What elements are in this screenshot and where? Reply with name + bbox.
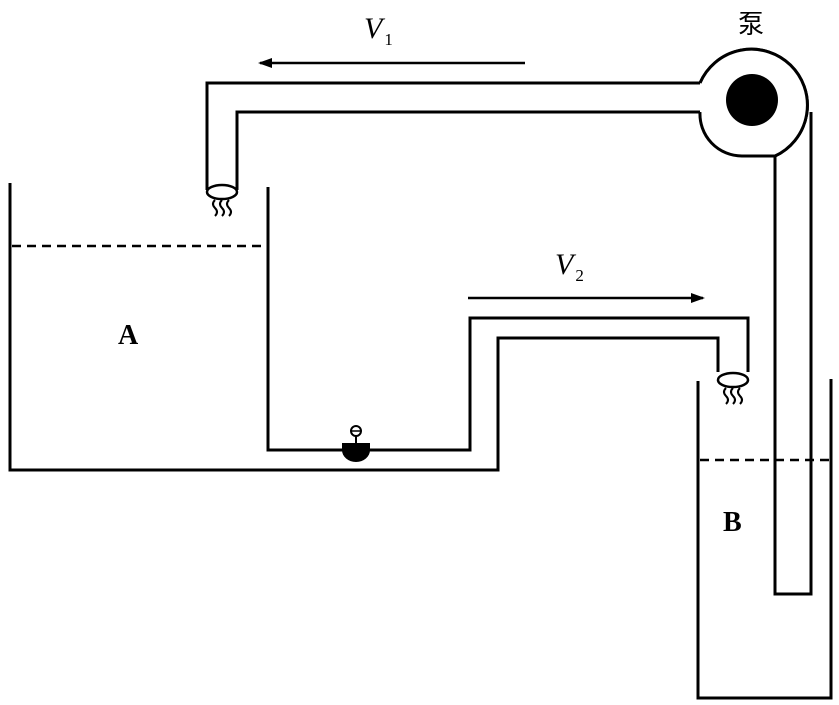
tank-a-inner-wall — [266, 187, 750, 452]
v1-subscript: 1 — [384, 30, 393, 49]
tank-a-label: A — [118, 320, 139, 351]
outlet-nozzle-b — [716, 371, 750, 405]
tank-b-label: B — [723, 507, 742, 538]
v1-symbol: V — [364, 12, 383, 45]
pump-label: 泵 — [738, 10, 765, 40]
upper-pipe — [205, 81, 813, 596]
inlet-nozzle-a — [205, 183, 239, 217]
v2-subscript: 2 — [575, 266, 584, 285]
valve-icon — [342, 425, 370, 462]
v2-symbol: V — [555, 248, 574, 281]
pump-icon — [698, 47, 809, 158]
tank-a-outer-wall — [8, 183, 720, 472]
tank-b-walls — [696, 379, 833, 700]
